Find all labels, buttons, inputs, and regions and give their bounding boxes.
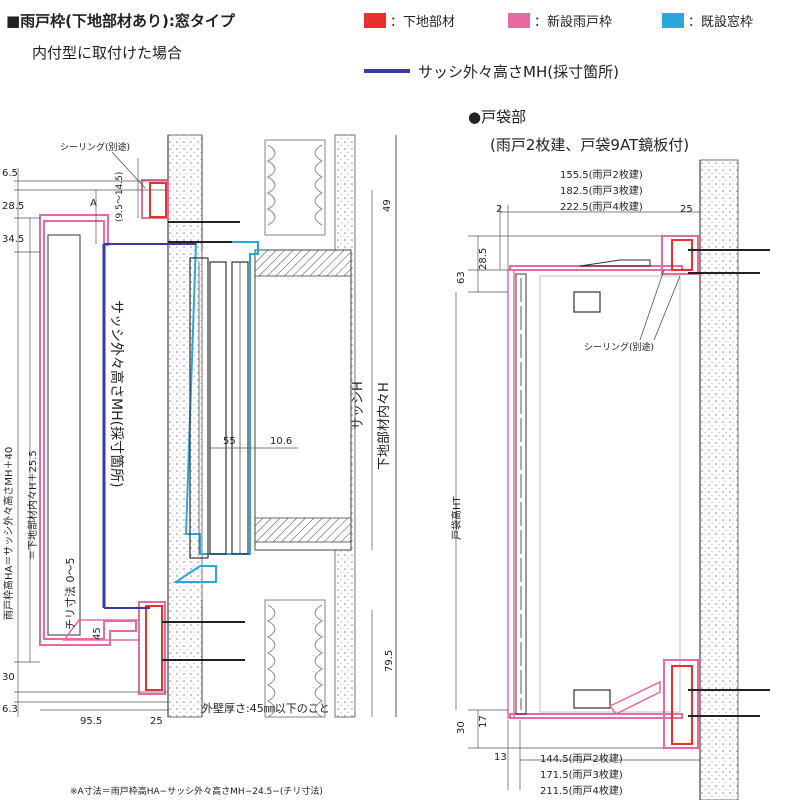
dim-25-left: 25 (150, 716, 163, 727)
shutter-box-top-corner (661, 235, 699, 275)
dim-6-5: 6.5 (2, 168, 18, 179)
dim-25-right: 25 (680, 204, 693, 215)
dim-30-left: 30 (2, 672, 15, 683)
dim-45: 45 (92, 627, 103, 640)
right-wall (699, 159, 739, 800)
bottom-dim-3-doors: 171.5(雨戸3枚建) (540, 768, 623, 781)
vertical-inner-H: 下地部材内々H (376, 382, 392, 470)
dim-10-6: 10.6 (270, 436, 292, 447)
dim-17: 17 (478, 715, 489, 728)
legend-swatch-base (364, 13, 386, 28)
legend-swatch-existing-frame (662, 13, 684, 28)
vertical-chiri: チリ寸法 0〜5 (63, 558, 77, 631)
existing-window-frame (184, 241, 259, 555)
window-reveal (254, 249, 352, 551)
sealing-label-right: シーリング(別途) (584, 341, 654, 353)
dim-A: A (90, 198, 97, 209)
shutter-panel-slot (47, 234, 81, 636)
base-member-bottom (145, 605, 163, 691)
dim-79-5: 79.5 (384, 650, 395, 672)
legend-label-sash-height: サッシ外々高さMH(採寸箇所) (418, 63, 619, 81)
vertical-HT: 戸袋高HT (450, 495, 463, 540)
vertical-H25: ＝下地部材内々H＋25.5 (26, 450, 39, 560)
dim-28-5: 28.5 (2, 201, 24, 212)
legend-label-new-frame: ：新設雨戸枠 (534, 14, 612, 30)
right-section-drawing: 155.5(雨戸2枚建) 182.5(雨戸3枚建) 222.5(雨戸4枚建) 2… (450, 159, 770, 800)
dim-55: 55 (223, 436, 236, 447)
right-title-line-2: (雨戸2枚建、戸袋9AT鏡板付) (490, 136, 689, 154)
dim-6-3: 6.3 (2, 704, 18, 715)
dim-13: 13 (494, 752, 507, 763)
dim-95-5: 95.5 (80, 716, 102, 727)
dim-2-right: 2 (496, 204, 502, 215)
right-title-line-1: ●戸袋部 (468, 108, 526, 126)
left-section-drawing: シーリング(別途) 6.5 28.5 34.5 30 6.3 A (9.5〜14… (2, 134, 397, 797)
top-dim-3-doors: 182.5(雨戸3枚建) (560, 184, 643, 197)
sill-board (254, 517, 352, 543)
top-dim-2-doors: 155.5(雨戸2枚建) (560, 168, 643, 181)
legend-swatch-new-frame (508, 13, 530, 28)
vertical-HA: 雨戸枠高HA＝サッシ外々高さMH＋40 (2, 447, 15, 620)
head-board (254, 249, 352, 277)
dim-49: 49 (382, 199, 393, 212)
footnote: ※A寸法＝雨戸枠高HA−サッシ外々高さMH−24.5−(チリ寸法) (70, 785, 323, 797)
title-line-1: ■雨戸枠(下地部材あり):窓タイプ (6, 12, 236, 30)
top-dim-4-doors: 222.5(雨戸4枚建) (560, 200, 643, 213)
shutter-box-bottom-corner (663, 659, 699, 749)
dim-28-5-right: 28.5 (478, 248, 489, 270)
insulation-top (264, 139, 326, 236)
insulation-bottom (264, 599, 326, 718)
dim-range: (9.5〜14.5) (115, 172, 125, 222)
dim-34-5: 34.5 (2, 234, 24, 245)
base-member-top (149, 182, 167, 218)
title-line-2: 内付型に取付けた場合 (32, 44, 182, 62)
legend: ：下地部材 ：新設雨戸枠 ：既設窓枠 サッシ外々高さMH(採寸箇所) (364, 13, 753, 81)
legend-label-existing-frame: ：既設窓枠 (688, 14, 753, 30)
bottom-dim-2-doors: 144.5(雨戸2枚建) (540, 752, 623, 765)
shutter-box-side (507, 269, 515, 719)
vertical-sash-H: サッシH (351, 381, 366, 430)
bottom-dim-4-doors: 211.5(雨戸4枚建) (540, 784, 623, 797)
vertical-MH: サッシ外々高さMH(採寸箇所) (108, 300, 125, 488)
legend-label-base: ：下地部材 (390, 15, 455, 30)
sealing-label-left: シーリング(別途) (60, 141, 130, 153)
exterior-wall (167, 134, 203, 718)
shutter-box-panel (515, 273, 527, 715)
dim-63: 63 (456, 271, 467, 284)
dim-30-right: 30 (456, 721, 467, 734)
wall-thickness-note: 外壁厚さ:45㎜以下のこと (202, 701, 330, 715)
